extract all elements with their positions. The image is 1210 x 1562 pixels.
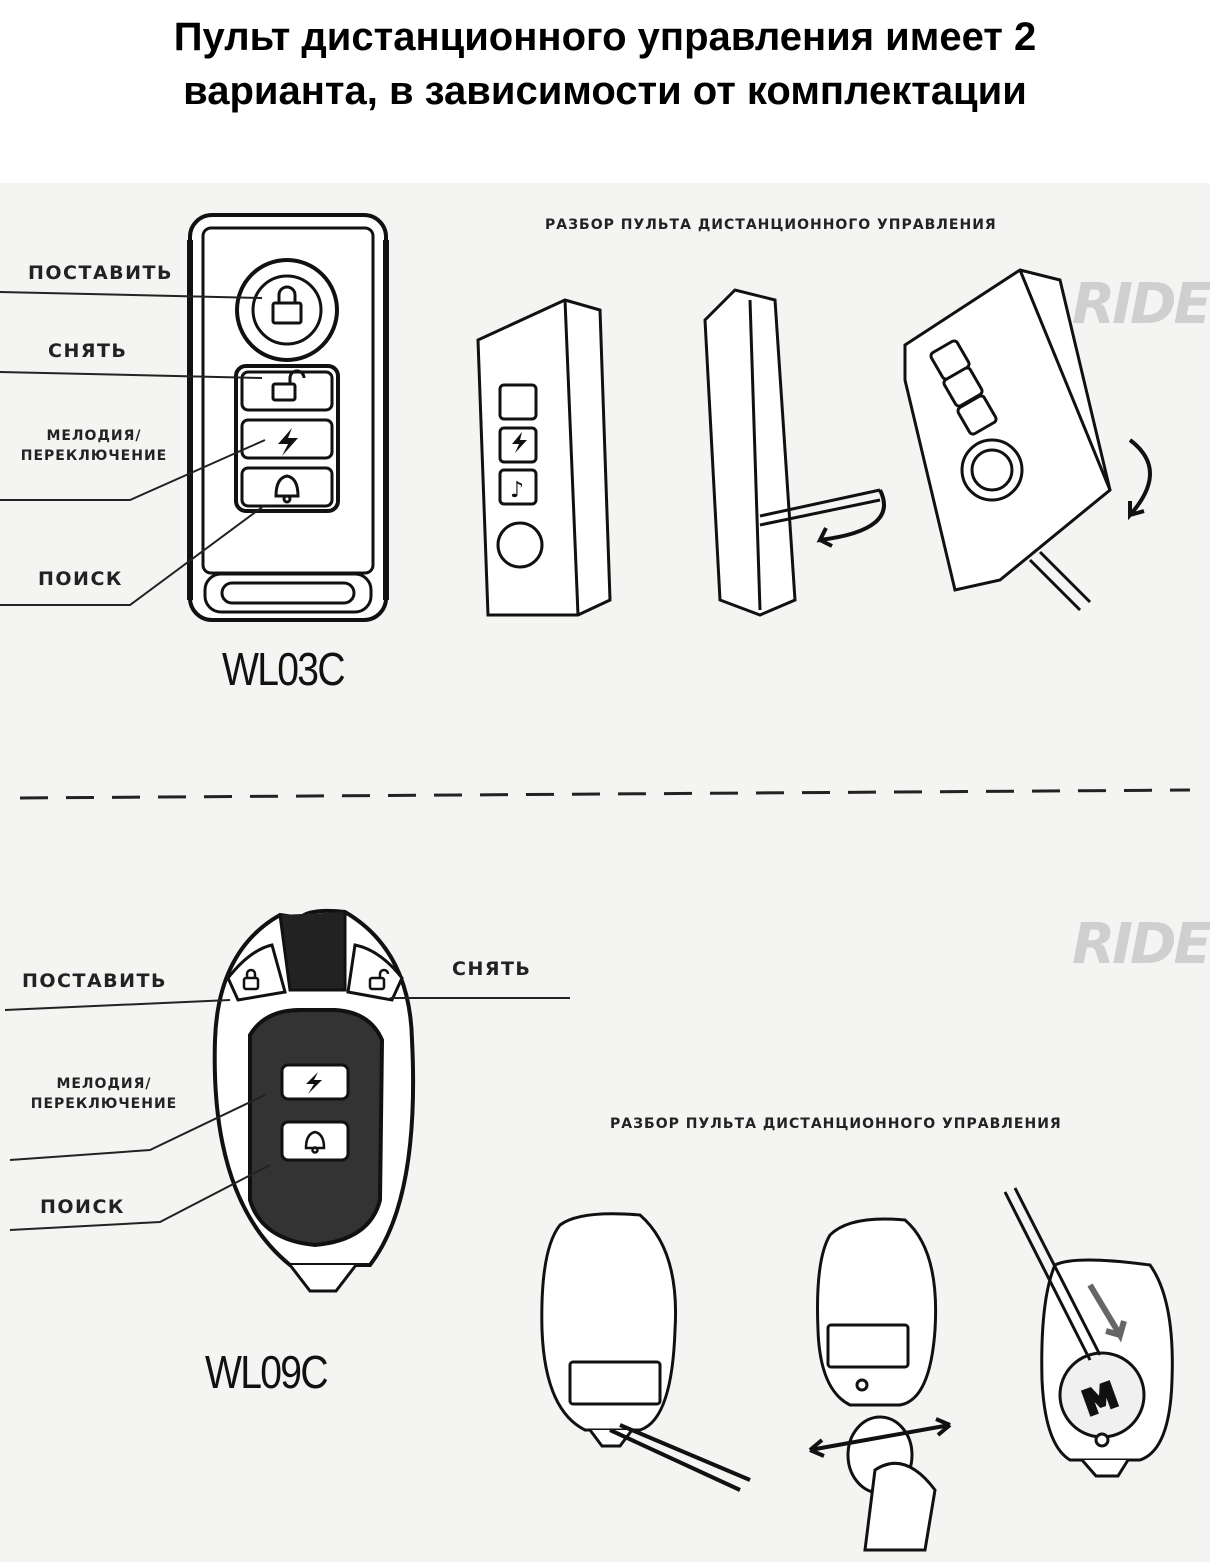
title-line-1: Пульт дистанционного управления имеет 2 [173,15,1037,59]
unlock-icon [271,369,306,402]
wl03c-label-melody-line1: МЕЛОДИЯ/ [46,428,142,444]
lightning-icon [278,428,298,456]
wl03c-label-disarm: СНЯТЬ [48,340,128,362]
wl03c-open-view [703,288,881,617]
wl03c-side-view [476,298,612,617]
section-divider [19,788,1191,800]
wl03c-label-arm: ПОСТАВИТЬ [28,262,173,284]
lock-icon [242,968,260,991]
wl09c-label-arm: ПОСТАВИТЬ [22,970,167,992]
wl09c-label-disarm: СНЯТЬ [452,958,532,980]
title-line-2: варианта, в зависимости от комплектации [183,69,1027,113]
wl09c-model: WL09C [205,1346,329,1398]
wl03c-back-view [903,268,1112,612]
wl03c-model: WL03C [222,643,346,695]
wl03c-lock-button [235,258,339,362]
lock-icon [271,285,303,325]
lightning-icon [512,432,527,453]
arrow-icon [1087,1283,1127,1343]
bell-icon [304,1130,326,1154]
wl03c-label-search: ПОИСК [38,568,123,590]
wl09c-opening-view [816,1217,938,1552]
bell-icon [274,474,300,504]
wl03c-label-melody-line2: ПЕРЕКЛЮЧЕНИЕ [20,448,168,464]
wl09c-back-view [540,1212,751,1492]
wl09c-label-melody-line1: МЕЛОДИЯ/ [56,1076,152,1092]
wl09c-unlock-button [346,943,404,1002]
arrow-icon [808,1417,952,1458]
wl09c-battery-view: M [1003,1187,1174,1478]
ride-watermark-2: RIDE [1072,912,1210,977]
wl03c-heading: РАЗБОР ПУЛЬТА ДИСТАНЦИОННОГО УПРАВЛЕНИЯ [545,217,997,233]
wl03c-leader-lines [0,291,266,606]
wl03c-label-melody: МЕЛОДИЯ/ ПЕРЕКЛЮЧЕНИЕ [8,426,180,466]
music-note-icon: ♪ [510,478,524,503]
wl09c-leader-lines [4,997,570,1231]
arrow-icon [1128,438,1152,521]
wl09c-label-melody: МЕЛОДИЯ/ ПЕРЕКЛЮЧЕНИЕ [18,1074,190,1114]
ride-watermark-1: RIDE [1072,272,1210,337]
wl09c-search-button [280,1120,350,1162]
arrow-icon [816,489,886,548]
page-title: Пульт дистанционного управления имеет 2 … [0,10,1210,118]
lightning-icon [306,1072,322,1094]
wl09c-heading: РАЗБОР ПУЛЬТА ДИСТАНЦИОННОГО УПРАВЛЕНИЯ [610,1116,1062,1132]
wl09c-label-search: ПОИСК [40,1196,125,1218]
unlock-icon [368,968,390,991]
wl09c-lock-button [226,943,287,1002]
wl09c-label-melody-line2: ПЕРЕКЛЮЧЕНИЕ [30,1096,178,1112]
